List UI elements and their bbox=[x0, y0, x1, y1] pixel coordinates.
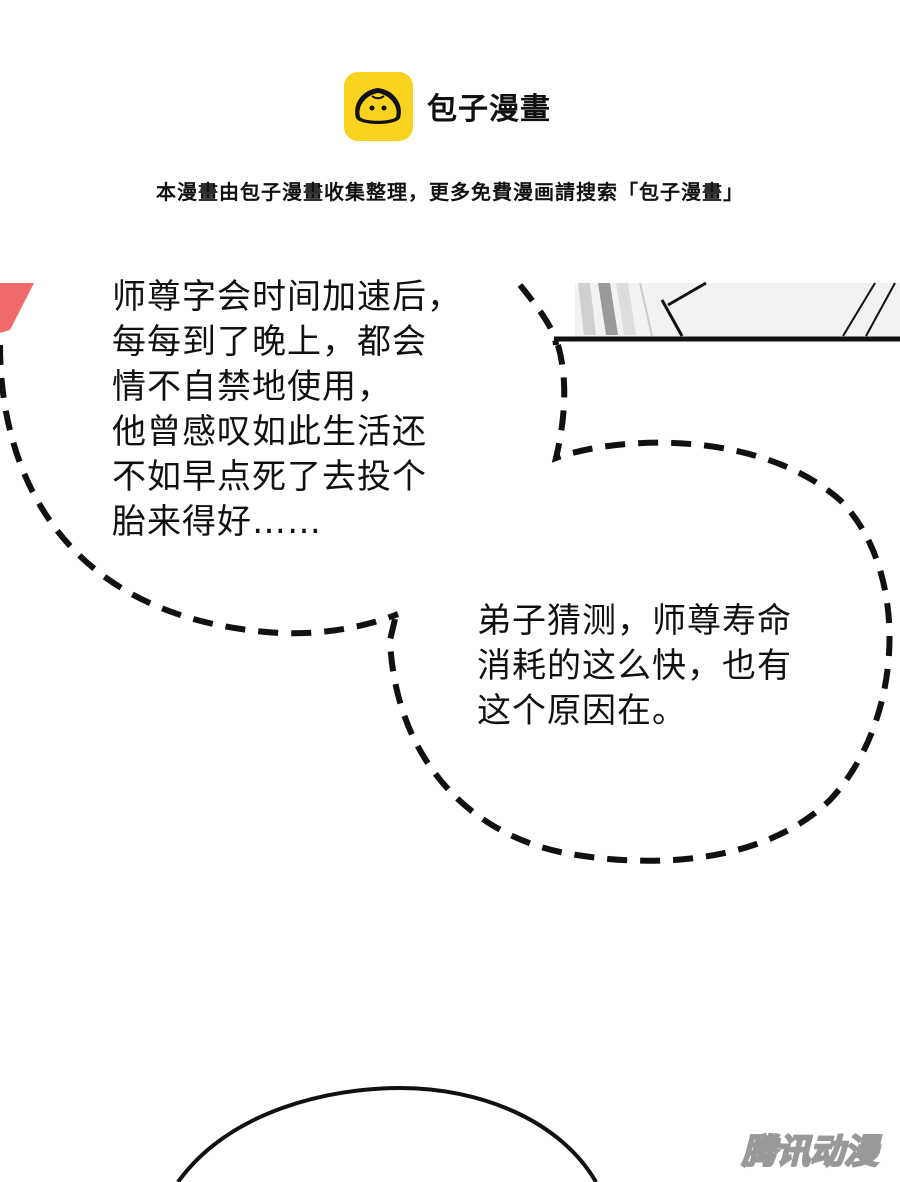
speech-bubble-2-text: 弟子猜测，师尊寿命 消耗的这么快，也有 这个原因在。 bbox=[477, 601, 792, 731]
bottom-bubble-outline bbox=[176, 1085, 598, 1182]
steamed-bun-logo-icon bbox=[344, 72, 413, 141]
brand-name: 包子漫畫 bbox=[427, 92, 551, 127]
brand-logo-spacer bbox=[344, 72, 413, 141]
speech-bubble-1-text: 师尊字会时间加速后， 每每到了晚上，都会 情不自禁地使用， 他曾感叹如此生活还 … bbox=[112, 277, 462, 542]
red-corner-fragment bbox=[0, 283, 34, 333]
speech-bubble-2-outline bbox=[386, 344, 893, 864]
speech-bubble-1-outline bbox=[0, 283, 559, 637]
watermark-logo: 腾讯动漫 bbox=[741, 1131, 879, 1173]
background-building-fragment bbox=[554, 281, 900, 342]
brand-header: 包子漫畫 bbox=[344, 70, 551, 142]
source-notice: 本漫畫由包子漫畫收集整理，更多免費漫画請搜索「包子漫畫」 bbox=[156, 180, 744, 204]
